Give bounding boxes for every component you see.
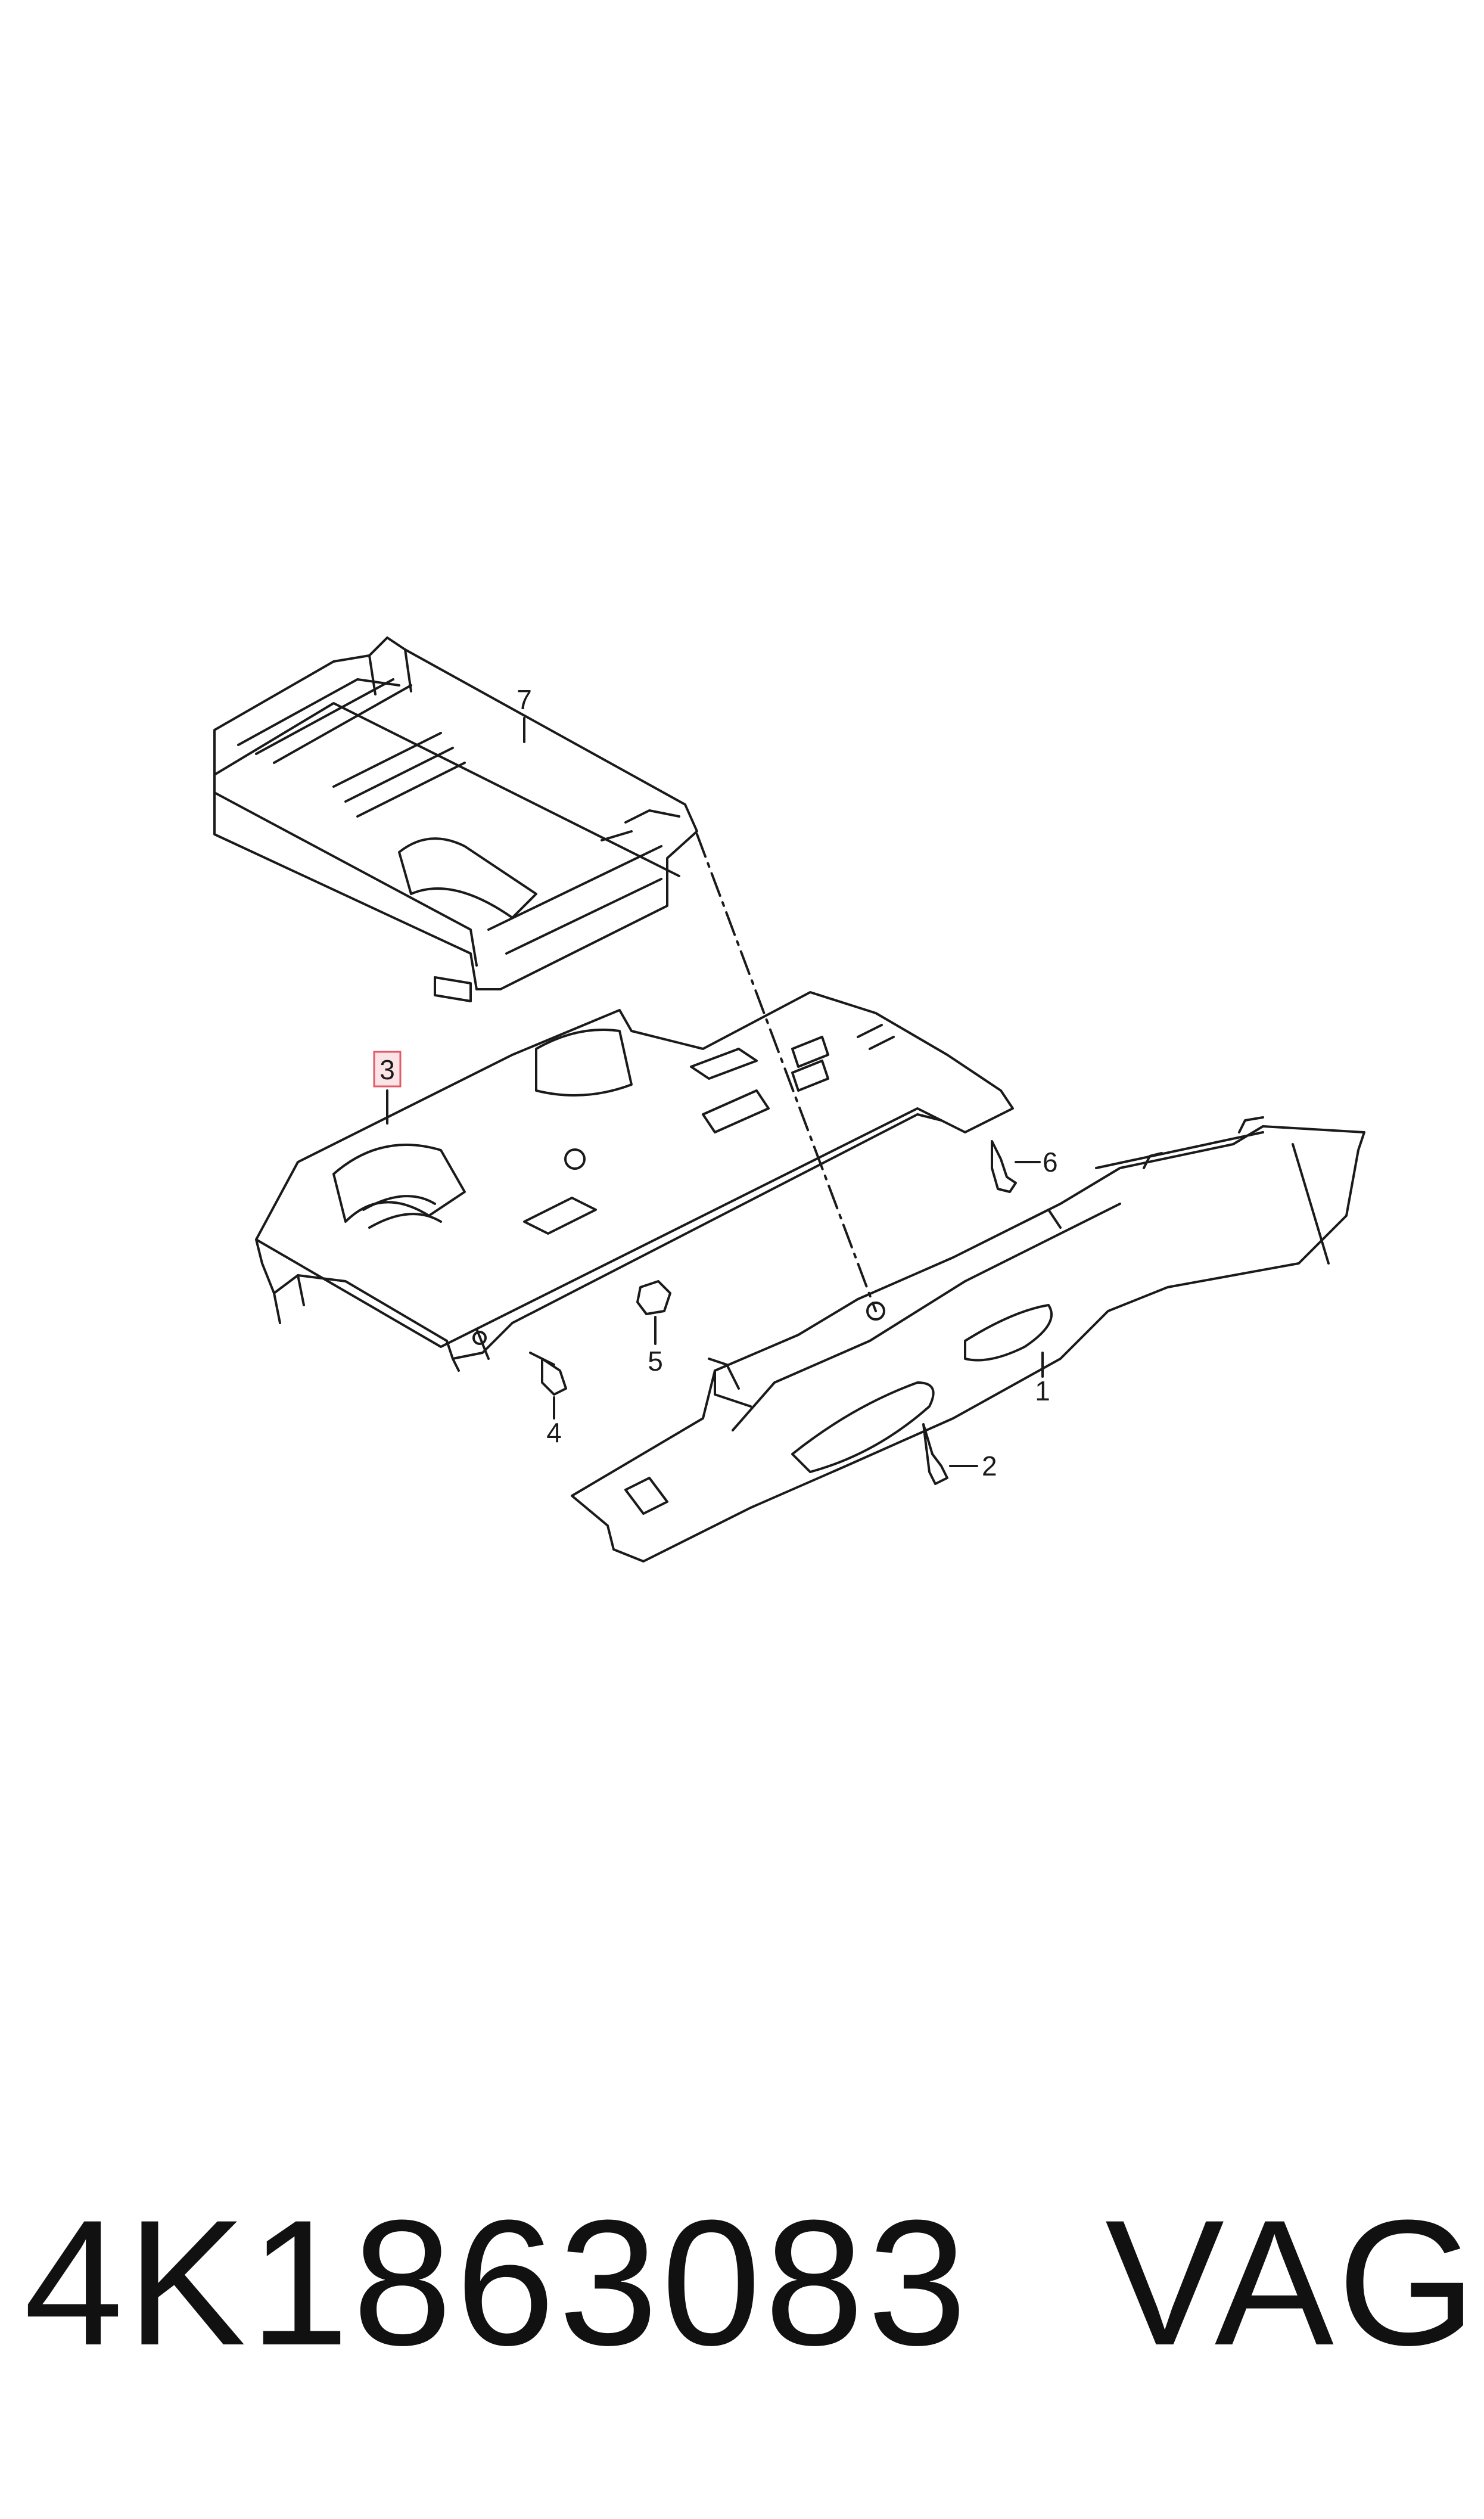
callout-2: 2 — [982, 1450, 997, 1481]
part-number: 4K1863083 — [24, 2182, 970, 2383]
callout-3: 3 — [379, 1054, 395, 1085]
fastener-4-screw — [529, 1352, 567, 1396]
callout-1: 1 — [1035, 1375, 1050, 1406]
brand-label: VAG — [1105, 2182, 1480, 2383]
callout-4: 4 — [546, 1417, 562, 1448]
part-3-tray — [255, 991, 1014, 1372]
callout-7: 7 — [517, 684, 532, 715]
fastener-2-screw — [922, 1423, 948, 1485]
part-1-console — [571, 1116, 1365, 1563]
fastener-5-nut — [636, 1280, 671, 1315]
callout-3-highlight — [373, 1051, 402, 1088]
guide-line — [696, 833, 877, 1312]
part-7-housing — [213, 636, 698, 1002]
fastener-6-clip — [991, 1140, 1017, 1193]
callout-6: 6 — [1043, 1147, 1058, 1178]
callout-5: 5 — [648, 1346, 663, 1377]
